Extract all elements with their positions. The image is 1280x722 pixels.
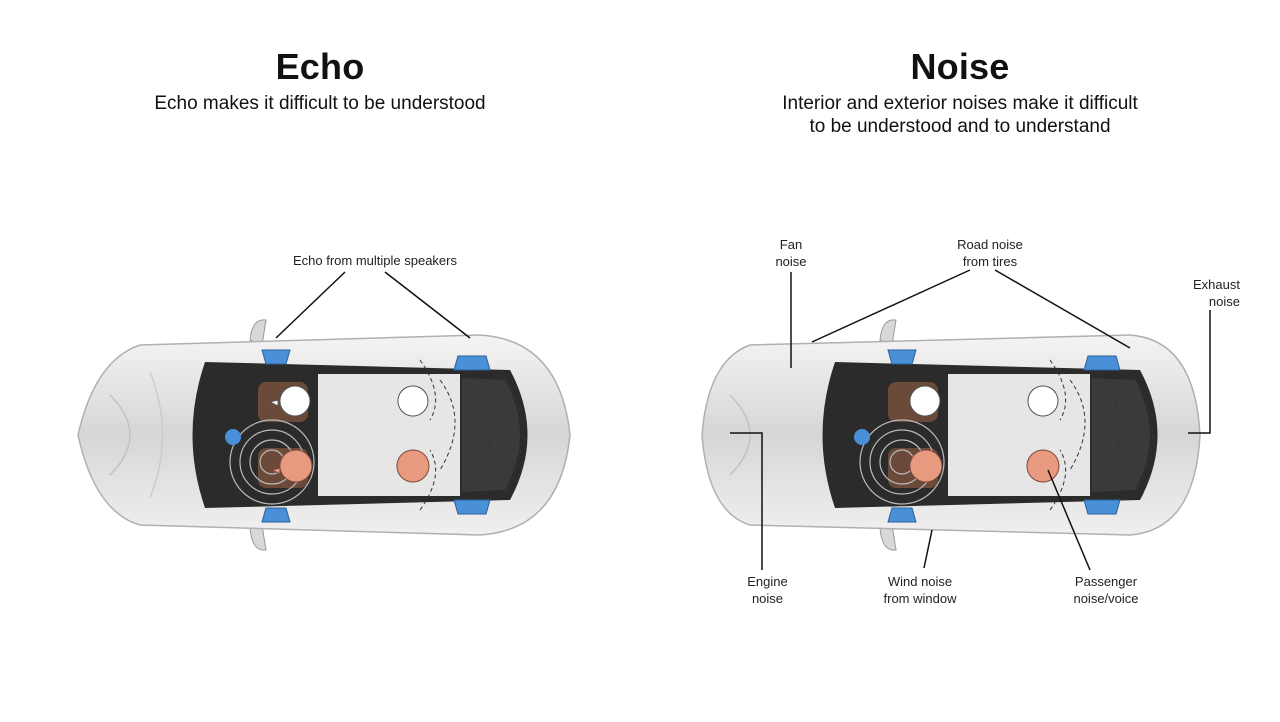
cabin-floor [948, 374, 1090, 496]
driver-speaking-head [270, 449, 313, 483]
callout-line-passenger [1047, 469, 1091, 571]
noise-subtitle: Interior and exterior noises make it dif… [640, 92, 1280, 138]
callout-line-exhaust [1188, 310, 1211, 434]
rear-passenger-speaking-head [1026, 449, 1060, 483]
label-exhaust-noise: Exhaust noise [1193, 277, 1240, 309]
car-top-view [701, 269, 1211, 571]
rear-passenger-speaking-head [396, 449, 430, 483]
noise-subtitle-line-1: Interior and exterior noises make it dif… [782, 93, 1138, 114]
noise-subtitle-line-2: to be understood and to understand [809, 116, 1111, 137]
cabin-floor [318, 374, 460, 496]
driver-head [909, 385, 941, 417]
rear-window [1092, 378, 1150, 492]
car-top-view [77, 271, 571, 551]
speaker-rear-left [1083, 355, 1121, 371]
microphone-icon [854, 429, 870, 445]
sound-waves [1049, 359, 1153, 511]
label-passenger-noise: Passenger noise/voice [1073, 574, 1139, 606]
right-mirror [249, 524, 267, 551]
noise-panel: Noise Interior and exterior noises make … [640, 0, 1280, 722]
microphone-icon [225, 429, 241, 445]
noise-title: Noise [910, 46, 1010, 87]
callout-line-speaker-rear [384, 271, 471, 339]
label-engine-noise: Engine noise [747, 574, 788, 606]
callout-line-road-front [811, 269, 971, 343]
speaker-front-left [887, 349, 917, 365]
callout-line-road-rear [994, 269, 1131, 349]
rear-window [462, 378, 520, 492]
driver-speaking-head [909, 449, 943, 483]
echo-title: Echo [275, 46, 365, 87]
echo-subtitle-line-1: Echo makes it difficult to be understood [154, 93, 486, 114]
hood-crease [109, 394, 131, 476]
hood-crease [729, 394, 751, 476]
label-fan-noise: Fan noise [775, 237, 807, 269]
label-wind-noise: Wind noise from window [883, 574, 957, 606]
callout-line-speaker-front [275, 271, 346, 339]
hood-crease-2 [149, 371, 164, 499]
speaker-rear-right [1083, 499, 1121, 515]
speaker-front-left [261, 349, 291, 365]
sound-waves [419, 359, 523, 511]
callout-line-engine [730, 432, 763, 570]
noise-car-illustration [701, 269, 1211, 571]
echo-car-illustration [77, 271, 571, 551]
speaker-rear-right [453, 499, 491, 515]
right-mirror [879, 524, 897, 551]
callout-line-wind [923, 529, 933, 569]
speaker-rear-left [453, 355, 491, 371]
driver-head [268, 385, 311, 417]
echo-subtitle: Echo makes it difficult to be understood [0, 92, 640, 115]
label-road-noise: Road noise from tires [957, 237, 1023, 269]
echo-panel: Echo Echo makes it difficult to be under… [0, 46, 640, 551]
speaker-front-right [887, 507, 917, 523]
rear-left-passenger-head [397, 385, 429, 417]
left-mirror [879, 319, 897, 346]
left-mirror [249, 319, 267, 346]
rear-left-passenger-head [1027, 385, 1059, 417]
speaker-front-right [261, 507, 291, 523]
label-echo-speakers: Echo from multiple speakers [292, 253, 457, 268]
